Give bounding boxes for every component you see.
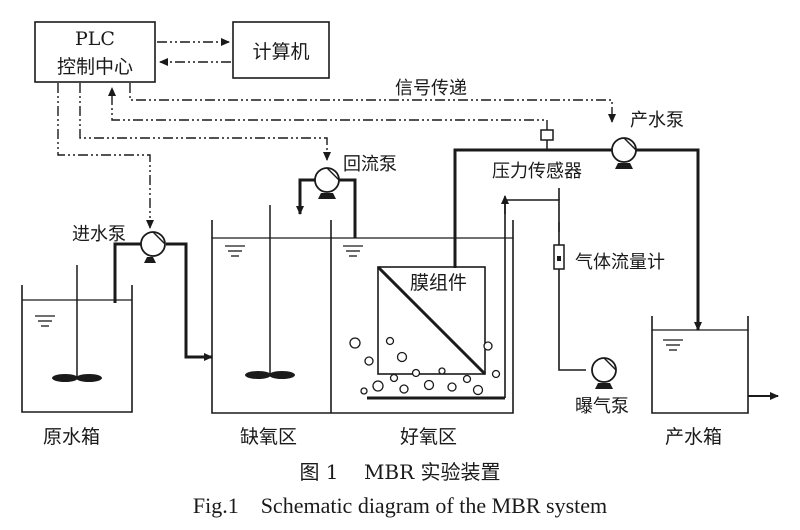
aeration-pump-icon [591, 357, 617, 389]
inlet-pump-label: 进水泵 [72, 224, 126, 245]
raw-tank-label: 原水箱 [43, 426, 100, 448]
gas-flowmeter-label: 气体流量计 [575, 252, 665, 273]
plc-label-line1: PLC [75, 28, 115, 50]
water-level-icon [343, 245, 363, 257]
caption-english: Fig.1 Schematic diagram of the MBR syste… [193, 493, 607, 518]
anoxic-zone-label: 缺氧区 [240, 426, 297, 448]
inlet-piping [113, 242, 213, 361]
reflux-pump-label: 回流泵 [343, 154, 397, 175]
water-level-icon [663, 339, 683, 351]
plc-computer-link [157, 38, 231, 66]
aeration-bubbles [349, 336, 501, 396]
computer-label: 计算机 [252, 41, 309, 63]
gas-flowmeter-icon [553, 244, 565, 270]
product-pump-label: 产水泵 [630, 110, 684, 131]
raw-tank-stirrer-icon [52, 265, 102, 382]
signal-lines [57, 83, 616, 232]
water-level-icon [225, 245, 245, 257]
reactor-tank [211, 205, 514, 414]
membrane-label: 膜组件 [410, 272, 467, 294]
anoxic-stirrer-icon [245, 205, 295, 379]
permeate-piping [453, 148, 702, 331]
inlet-pump-icon [140, 231, 166, 263]
pressure-sensor-icon [540, 129, 554, 150]
air-piping [504, 188, 586, 398]
raw-water-tank [21, 265, 133, 413]
product-water-tank [651, 316, 779, 414]
product-pump-icon [611, 137, 637, 169]
product-tank-label: 产水箱 [665, 426, 722, 448]
membrane-module: 膜组件 [376, 265, 487, 376]
water-level-icon [35, 315, 55, 327]
aeration-pump-label: 曝气泵 [575, 396, 629, 417]
computer-box: 计算机 [232, 21, 330, 79]
reflux-pump-icon [314, 167, 340, 199]
caption-chinese: 图 1 MBR 实验装置 [299, 460, 500, 484]
aerobic-zone-label: 好氧区 [400, 426, 457, 448]
pressure-sensor-label: 压力传感器 [492, 161, 582, 182]
plc-label-line2: 控制中心 [57, 56, 133, 78]
plc-control-box: PLC 控制中心 [34, 21, 156, 83]
reflux-piping [296, 178, 357, 238]
signal-transfer-label: 信号传递 [395, 78, 467, 99]
